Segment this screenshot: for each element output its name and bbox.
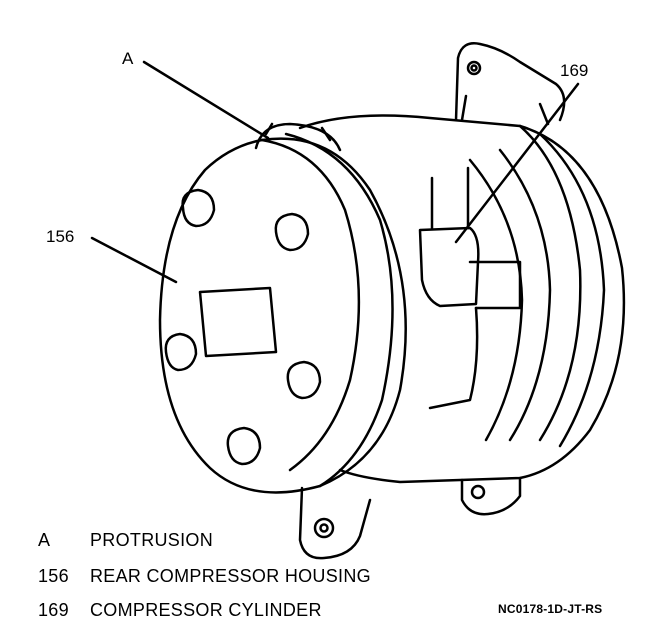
bottom-bolt-hole-left: [313, 517, 335, 539]
rear-housing-ring: [260, 138, 361, 472]
mid-bracket: [418, 226, 480, 308]
cylinder-rib-2: [538, 132, 606, 448]
leader-line-156: [90, 236, 178, 284]
bottom-mounting-ear-left: [298, 486, 372, 560]
legend-text: REAR COMPRESSOR HOUSING: [90, 566, 371, 586]
cover-boss-4: [286, 360, 322, 400]
legend-key: 169: [38, 600, 69, 620]
protrusion: [254, 122, 342, 152]
legend-key: A: [38, 530, 51, 550]
bottom-bolt-hole-right: [470, 484, 486, 500]
cover-boss-2: [274, 212, 310, 252]
cover-boss-3: [164, 332, 198, 372]
cover-boss-1: [181, 188, 216, 228]
callout-156: 156: [46, 227, 75, 246]
rear-housing-outer: [158, 137, 407, 494]
callout-a: A: [122, 49, 134, 68]
callout-169: 169: [560, 61, 589, 80]
legend-key: 156: [38, 566, 69, 586]
legend-text: PROTRUSION: [90, 530, 214, 550]
legend-text: COMPRESSOR CYLINDER: [90, 600, 322, 620]
figure-code: NC0178-1D-JT-RS: [498, 602, 603, 616]
cover-boss-5: [226, 426, 262, 466]
legend-row-a: A PROTRUSION: [38, 530, 213, 551]
top-mounting-ear: [454, 42, 566, 122]
bottom-mounting-ear-right: [460, 476, 522, 516]
leader-line-169: [454, 82, 580, 244]
legend-row-169: 169 COMPRESSOR CYLINDER: [38, 600, 322, 621]
cylinder-rib-1: [518, 124, 582, 442]
legend-row-156: 156 REAR COMPRESSOR HOUSING: [38, 566, 371, 587]
top-bolt-hole: [466, 60, 482, 76]
label-pad: [198, 286, 278, 358]
leader-line-a: [142, 60, 270, 140]
